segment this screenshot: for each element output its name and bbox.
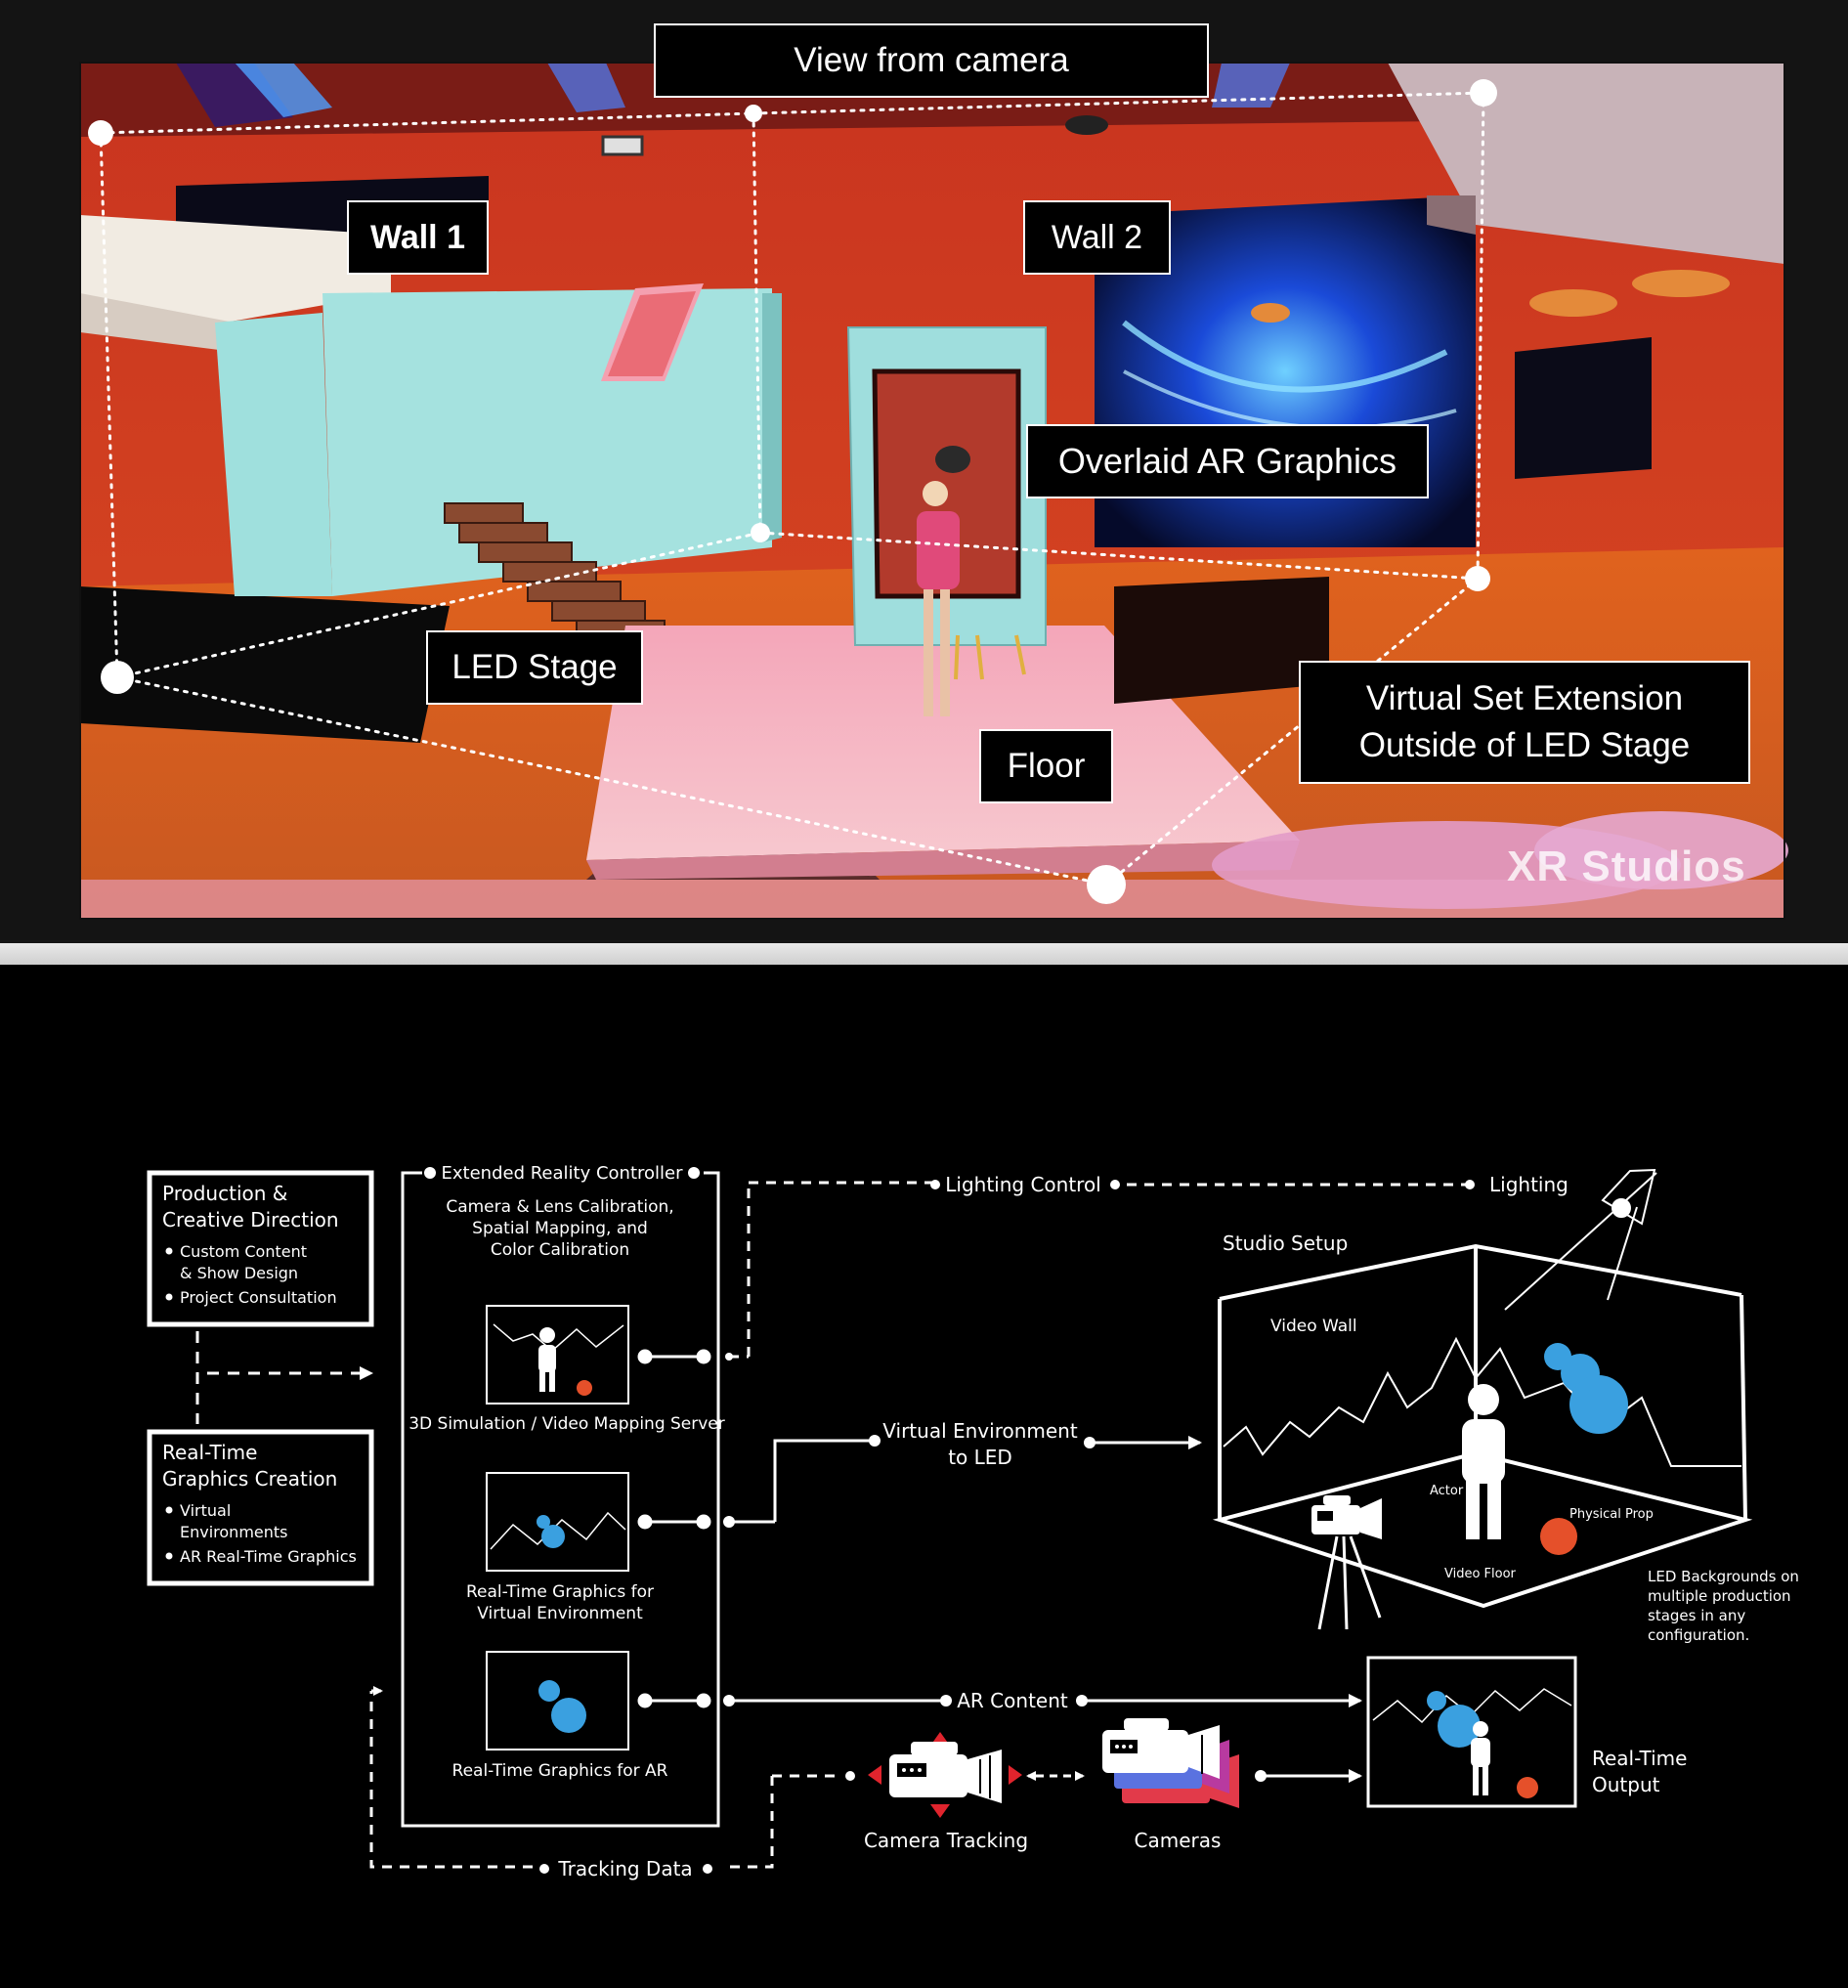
- realtime-bullet2: AR Real-Time Graphics: [180, 1547, 357, 1566]
- vse-line-2: Outside of LED Stage: [1358, 726, 1691, 764]
- studio-actor-icon: [1462, 1384, 1505, 1539]
- ve-caption-line1: Real-Time Graphics for: [466, 1582, 654, 1602]
- virtual-set-extension-label: Virtual Set Extension Outside of LED Sta…: [1299, 661, 1750, 784]
- ceiling-lamp: [1065, 115, 1108, 135]
- corner-marker: [1470, 79, 1497, 107]
- ceiling-strip: [235, 63, 332, 117]
- xr-subtitle-line1: Camera & Lens Calibration,: [446, 1197, 673, 1217]
- realtime-bullet1-line2: Environments: [180, 1523, 288, 1541]
- xr-controller-box: [401, 1171, 720, 1828]
- realtime-title-line1: Real-Time: [162, 1441, 257, 1464]
- stage-photo: [79, 62, 1788, 920]
- ar-screen: [486, 1651, 629, 1750]
- server-actor-icon: [538, 1327, 556, 1392]
- lighting-lamp-icon: [1504, 1168, 1657, 1311]
- server-prop-dot: [577, 1380, 592, 1396]
- floor-shadow: [80, 586, 450, 743]
- led-stage-label: LED Stage: [426, 630, 643, 705]
- production-bullet1-line1: Custom Content: [180, 1242, 307, 1261]
- xr-studios-watermark: XR Studios: [1507, 843, 1746, 890]
- lighting-control-label: Lighting Control: [945, 1173, 1101, 1196]
- corner-marker: [1087, 865, 1126, 904]
- corner-marker: [1465, 566, 1490, 591]
- camera-tracking-icon: [868, 1732, 1022, 1818]
- realtime-graphics-box: [147, 1429, 374, 1586]
- ceiling-lamp: [601, 135, 644, 156]
- production-box: [147, 1170, 374, 1327]
- corner-marker: [751, 523, 770, 542]
- panel-divider: [0, 943, 1848, 965]
- studio-setup-title: Studio Setup: [1223, 1232, 1348, 1255]
- left-slab: [80, 215, 391, 323]
- ceiling-strip: [1212, 63, 1290, 108]
- ve-caption-line2: Virtual Environment: [477, 1604, 643, 1623]
- view-from-camera-label: View from camera: [654, 23, 1209, 98]
- xr-subtitle-line2: Spatial Mapping, and: [472, 1219, 648, 1238]
- wall-2-label: Wall 2: [1023, 200, 1171, 275]
- performer: [917, 481, 960, 716]
- xr-controller-title: Extended Reality Controller: [442, 1163, 684, 1184]
- xr-subtitle-line3: Color Calibration: [491, 1240, 629, 1260]
- corner-marker: [88, 120, 113, 146]
- realtime-bullet1-line1: Virtual: [180, 1501, 231, 1520]
- virtual-env-label-line1: Virtual Environment: [882, 1419, 1078, 1443]
- cyan-wall-left: [215, 313, 332, 596]
- video-floor-label: Video Floor: [1444, 1567, 1517, 1581]
- server-caption: 3D Simulation / Video Mapping Server: [408, 1414, 725, 1434]
- cameras-label: Cameras: [1135, 1829, 1222, 1852]
- overlaid-ar-graphics-label: Overlaid AR Graphics: [1026, 424, 1429, 498]
- realtime-title-line2: Graphics Creation: [162, 1467, 337, 1491]
- virtual-env-label-line2: to LED: [948, 1446, 1012, 1469]
- ceiling: [80, 63, 1784, 137]
- right-window: [1515, 337, 1652, 479]
- right-wall-panel: [1388, 63, 1784, 264]
- output-label-line2: Output: [1592, 1773, 1660, 1796]
- wall-1-label: Wall 1: [347, 200, 489, 275]
- physical-prop-label: Physical Prop: [1569, 1507, 1654, 1522]
- ceiling-strip: [547, 63, 625, 112]
- output-label-line1: Real-Time: [1592, 1747, 1687, 1770]
- actor-label: Actor: [1430, 1484, 1464, 1498]
- cameras-icon: [1102, 1718, 1239, 1808]
- studio-camera-icon: [1311, 1495, 1382, 1630]
- studio-note-line3: stages in any: [1648, 1607, 1745, 1624]
- production-bullet1-line2: & Show Design: [180, 1264, 298, 1282]
- studio-note-line2: multiple production: [1648, 1587, 1791, 1605]
- floor-label: Floor: [979, 729, 1113, 803]
- studio-room: [1212, 1243, 1753, 1609]
- tracking-data-label: Tracking Data: [557, 1857, 692, 1880]
- ar-caption: Real-Time Graphics for AR: [452, 1761, 668, 1781]
- output-actor-icon: [1471, 1721, 1490, 1795]
- ve-screen: [486, 1472, 629, 1572]
- video-wall-label: Video Wall: [1270, 1317, 1357, 1336]
- ar-content-label: AR Content: [957, 1689, 1068, 1712]
- vse-line-1: Virtual Set Extension: [1365, 679, 1684, 717]
- photo-panel: View from camera Wall 1 Wall 2 Overlaid …: [0, 0, 1848, 943]
- studio-note-line1: LED Backgrounds on: [1648, 1568, 1799, 1585]
- production-title-line2: Creative Direction: [162, 1208, 339, 1232]
- diagram-panel: Production & Creative Direction Custom C…: [0, 965, 1848, 1988]
- production-bullet2: Project Consultation: [180, 1288, 337, 1307]
- lighting-label: Lighting: [1489, 1173, 1569, 1196]
- physical-prop-dot: [1540, 1518, 1577, 1555]
- camera-tracking-label: Camera Tracking: [864, 1829, 1028, 1852]
- dark-box: [1114, 577, 1329, 704]
- corner-marker: [745, 105, 762, 122]
- corner-marker: [101, 661, 134, 694]
- studio-note-line4: configuration.: [1648, 1626, 1749, 1644]
- workflow-diagram: Production & Creative Direction Custom C…: [147, 1163, 1799, 1880]
- server-screen: [486, 1305, 629, 1405]
- door-opening: [872, 368, 1021, 599]
- production-title-line1: Production &: [162, 1182, 287, 1205]
